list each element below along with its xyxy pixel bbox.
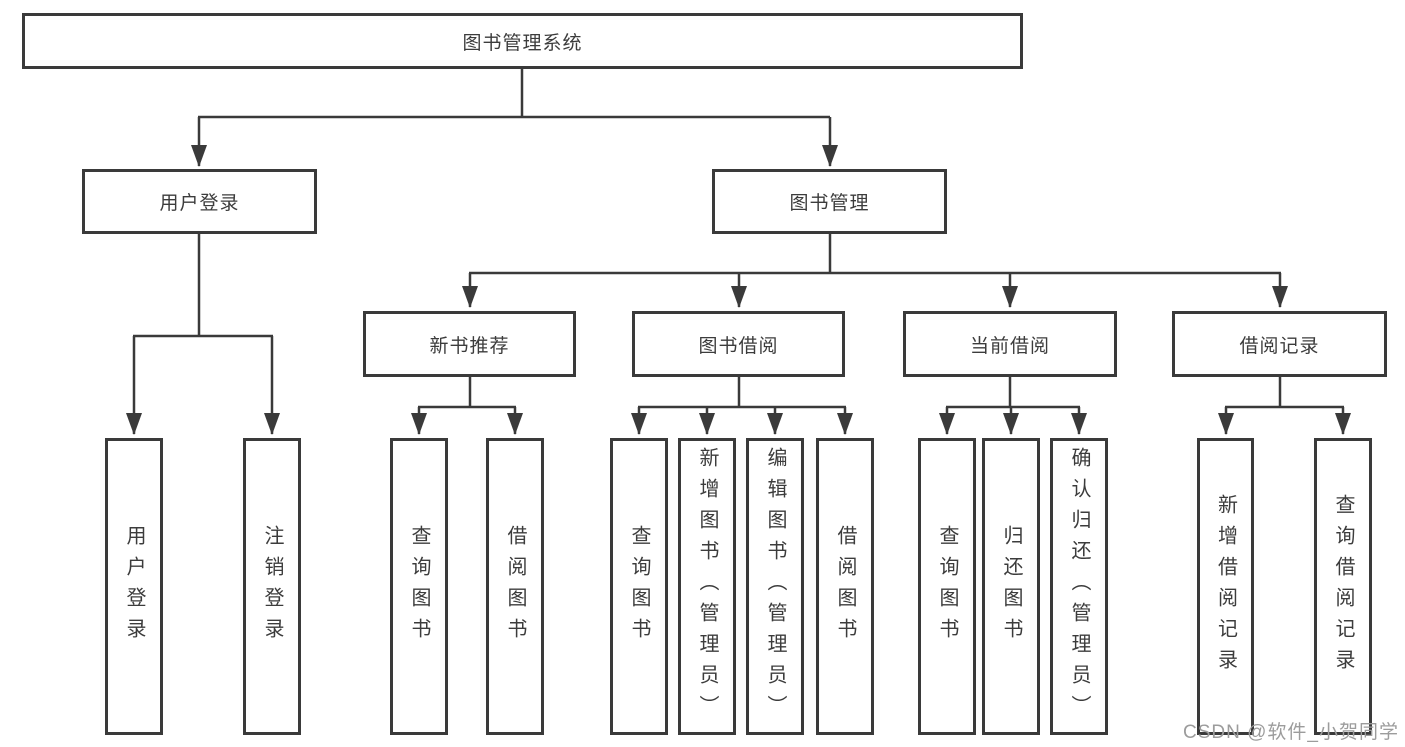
- leaf-query-borrow-record: 查询借阅记录: [1314, 438, 1372, 735]
- node-user-login: 用户登录: [82, 169, 317, 234]
- leaf-edit-books-admin: 编辑图书（管理员）: [746, 438, 804, 735]
- leaf-add-books-admin: 新增图书（管理员）: [678, 438, 736, 735]
- leaf-query-books-borrowing: 查询图书: [610, 438, 668, 735]
- leaf-logout: 注销登录: [243, 438, 301, 735]
- csdn-watermark: CSDN @软件_小贺同学: [1183, 722, 1399, 743]
- node-book-borrowing: 图书借阅: [632, 311, 845, 377]
- leaf-user-login: 用户登录: [105, 438, 163, 735]
- leaf-confirm-return-admin: 确认归还（管理员）: [1050, 438, 1108, 735]
- leaf-borrow-books-recommend: 借阅图书: [486, 438, 544, 735]
- node-new-book-recommend: 新书推荐: [363, 311, 576, 377]
- node-current-borrowing: 当前借阅: [903, 311, 1117, 377]
- node-borrowing-records: 借阅记录: [1172, 311, 1387, 377]
- leaf-query-books-current: 查询图书: [918, 438, 976, 735]
- node-library-management-system: 图书管理系统: [22, 13, 1023, 69]
- leaf-add-borrow-record: 新增借阅记录: [1197, 438, 1254, 735]
- node-book-management: 图书管理: [712, 169, 947, 234]
- leaf-query-books-recommend: 查询图书: [390, 438, 448, 735]
- leaf-borrow-books: 借阅图书: [816, 438, 874, 735]
- leaf-return-books: 归还图书: [982, 438, 1040, 735]
